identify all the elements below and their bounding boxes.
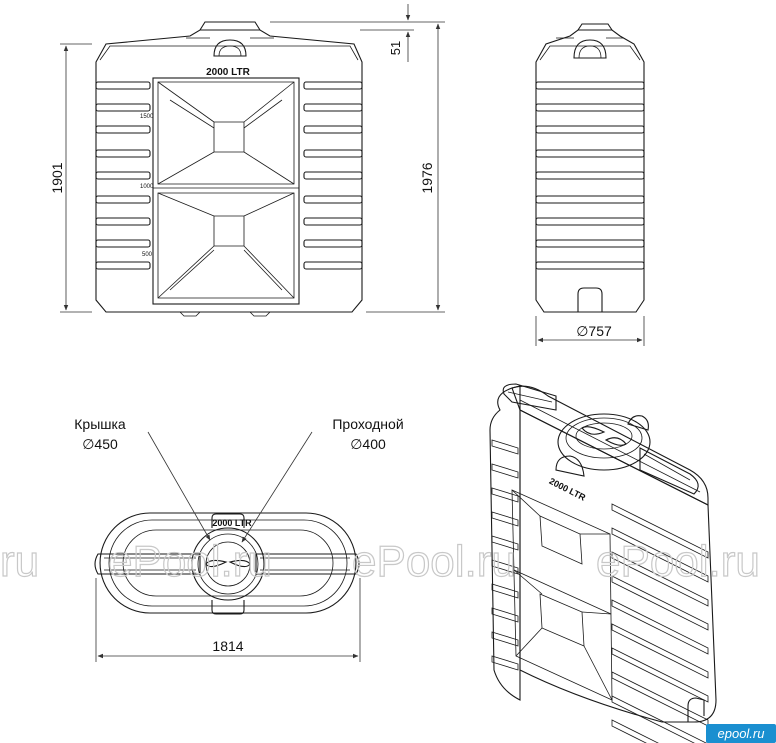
length-dimension: 1814 bbox=[212, 638, 243, 654]
tank-rib bbox=[303, 81, 363, 90]
total-height-dimension: 1976 bbox=[419, 162, 435, 193]
tank-rib bbox=[303, 239, 363, 248]
tank-rib bbox=[535, 195, 645, 204]
tank-rib bbox=[303, 125, 363, 134]
tank-rib bbox=[491, 559, 519, 575]
lid-diameter-label: ∅450 bbox=[82, 436, 118, 452]
manhole-diameter-label: ∅400 bbox=[350, 436, 386, 452]
epool-logo[interactable]: epool.ru bbox=[706, 724, 776, 743]
tank-rib bbox=[491, 511, 519, 527]
tank-rib bbox=[611, 599, 709, 655]
top-view: 2000 LTR Крышка ∅450 Проходной ∅400 1814 bbox=[74, 416, 404, 662]
tank-rib bbox=[491, 487, 519, 503]
watermark: ru ePool.ru ePool.ru ePool.ru bbox=[0, 536, 760, 586]
watermark-text: ePool.ru bbox=[352, 537, 516, 586]
depth-dimension: ∅757 bbox=[576, 323, 612, 339]
tank-rib bbox=[95, 81, 151, 90]
front-view: 2000 LTR 1500 1000 500 1901 1976 51 bbox=[49, 4, 445, 317]
tank-rib bbox=[611, 575, 709, 631]
tank-rib bbox=[611, 719, 659, 743]
tank-rib bbox=[95, 261, 151, 270]
level-1000-label: 1000 bbox=[140, 184, 154, 190]
tank-rib bbox=[491, 655, 519, 671]
iso-capacity-label: 2000 LTR bbox=[548, 476, 588, 503]
top-capacity-label: 2000 LTR bbox=[212, 518, 252, 528]
watermark-text: ePool.ru bbox=[108, 537, 272, 586]
side-view: ∅757 bbox=[535, 23, 645, 346]
tank-rib bbox=[491, 535, 519, 551]
tank-rib bbox=[303, 149, 363, 158]
tank-rib bbox=[491, 583, 519, 599]
tank-rib bbox=[535, 217, 645, 226]
manhole-label: Проходной bbox=[332, 416, 403, 432]
tank-rib bbox=[535, 149, 645, 158]
tank-rib bbox=[535, 125, 645, 134]
watermark-text: ru bbox=[0, 537, 39, 586]
tank-rib bbox=[491, 463, 519, 479]
tank-rib bbox=[535, 81, 645, 90]
tank-rib bbox=[611, 503, 709, 559]
lid-label: Крышка bbox=[74, 416, 126, 432]
tank-rib bbox=[95, 239, 151, 248]
tank-rib bbox=[611, 527, 709, 583]
capacity-label: 2000 LTR bbox=[206, 67, 250, 78]
level-1500-label: 1500 bbox=[140, 114, 154, 120]
tank-rib bbox=[303, 261, 363, 270]
tank-rib bbox=[95, 149, 151, 158]
tank-rib bbox=[491, 607, 519, 623]
tank-rib bbox=[611, 695, 707, 743]
lid-height-dimension: 51 bbox=[388, 41, 403, 55]
watermark-text: ePool.ru bbox=[596, 537, 760, 586]
tank-rib bbox=[303, 217, 363, 226]
tank-rib bbox=[611, 551, 709, 607]
tank-rib bbox=[535, 239, 645, 248]
tank-rib bbox=[303, 171, 363, 180]
tank-rib bbox=[303, 195, 363, 204]
logo-text: epool.ru bbox=[718, 726, 765, 741]
tank-rib bbox=[95, 125, 151, 134]
tank-rib bbox=[535, 261, 645, 270]
tank-rib bbox=[491, 439, 519, 455]
tank-rib bbox=[303, 103, 363, 112]
tank-rib bbox=[95, 171, 151, 180]
height-dimension: 1901 bbox=[49, 162, 65, 193]
tank-rib bbox=[95, 195, 151, 204]
tank-rib bbox=[611, 671, 709, 727]
tank-rib bbox=[535, 171, 645, 180]
tank-rib bbox=[611, 623, 709, 679]
tank-rib bbox=[491, 631, 519, 647]
level-500-label: 500 bbox=[142, 252, 153, 258]
tank-rib bbox=[535, 103, 645, 112]
tank-rib bbox=[95, 217, 151, 226]
tank-rib bbox=[611, 647, 709, 703]
tank-rib bbox=[95, 103, 151, 112]
